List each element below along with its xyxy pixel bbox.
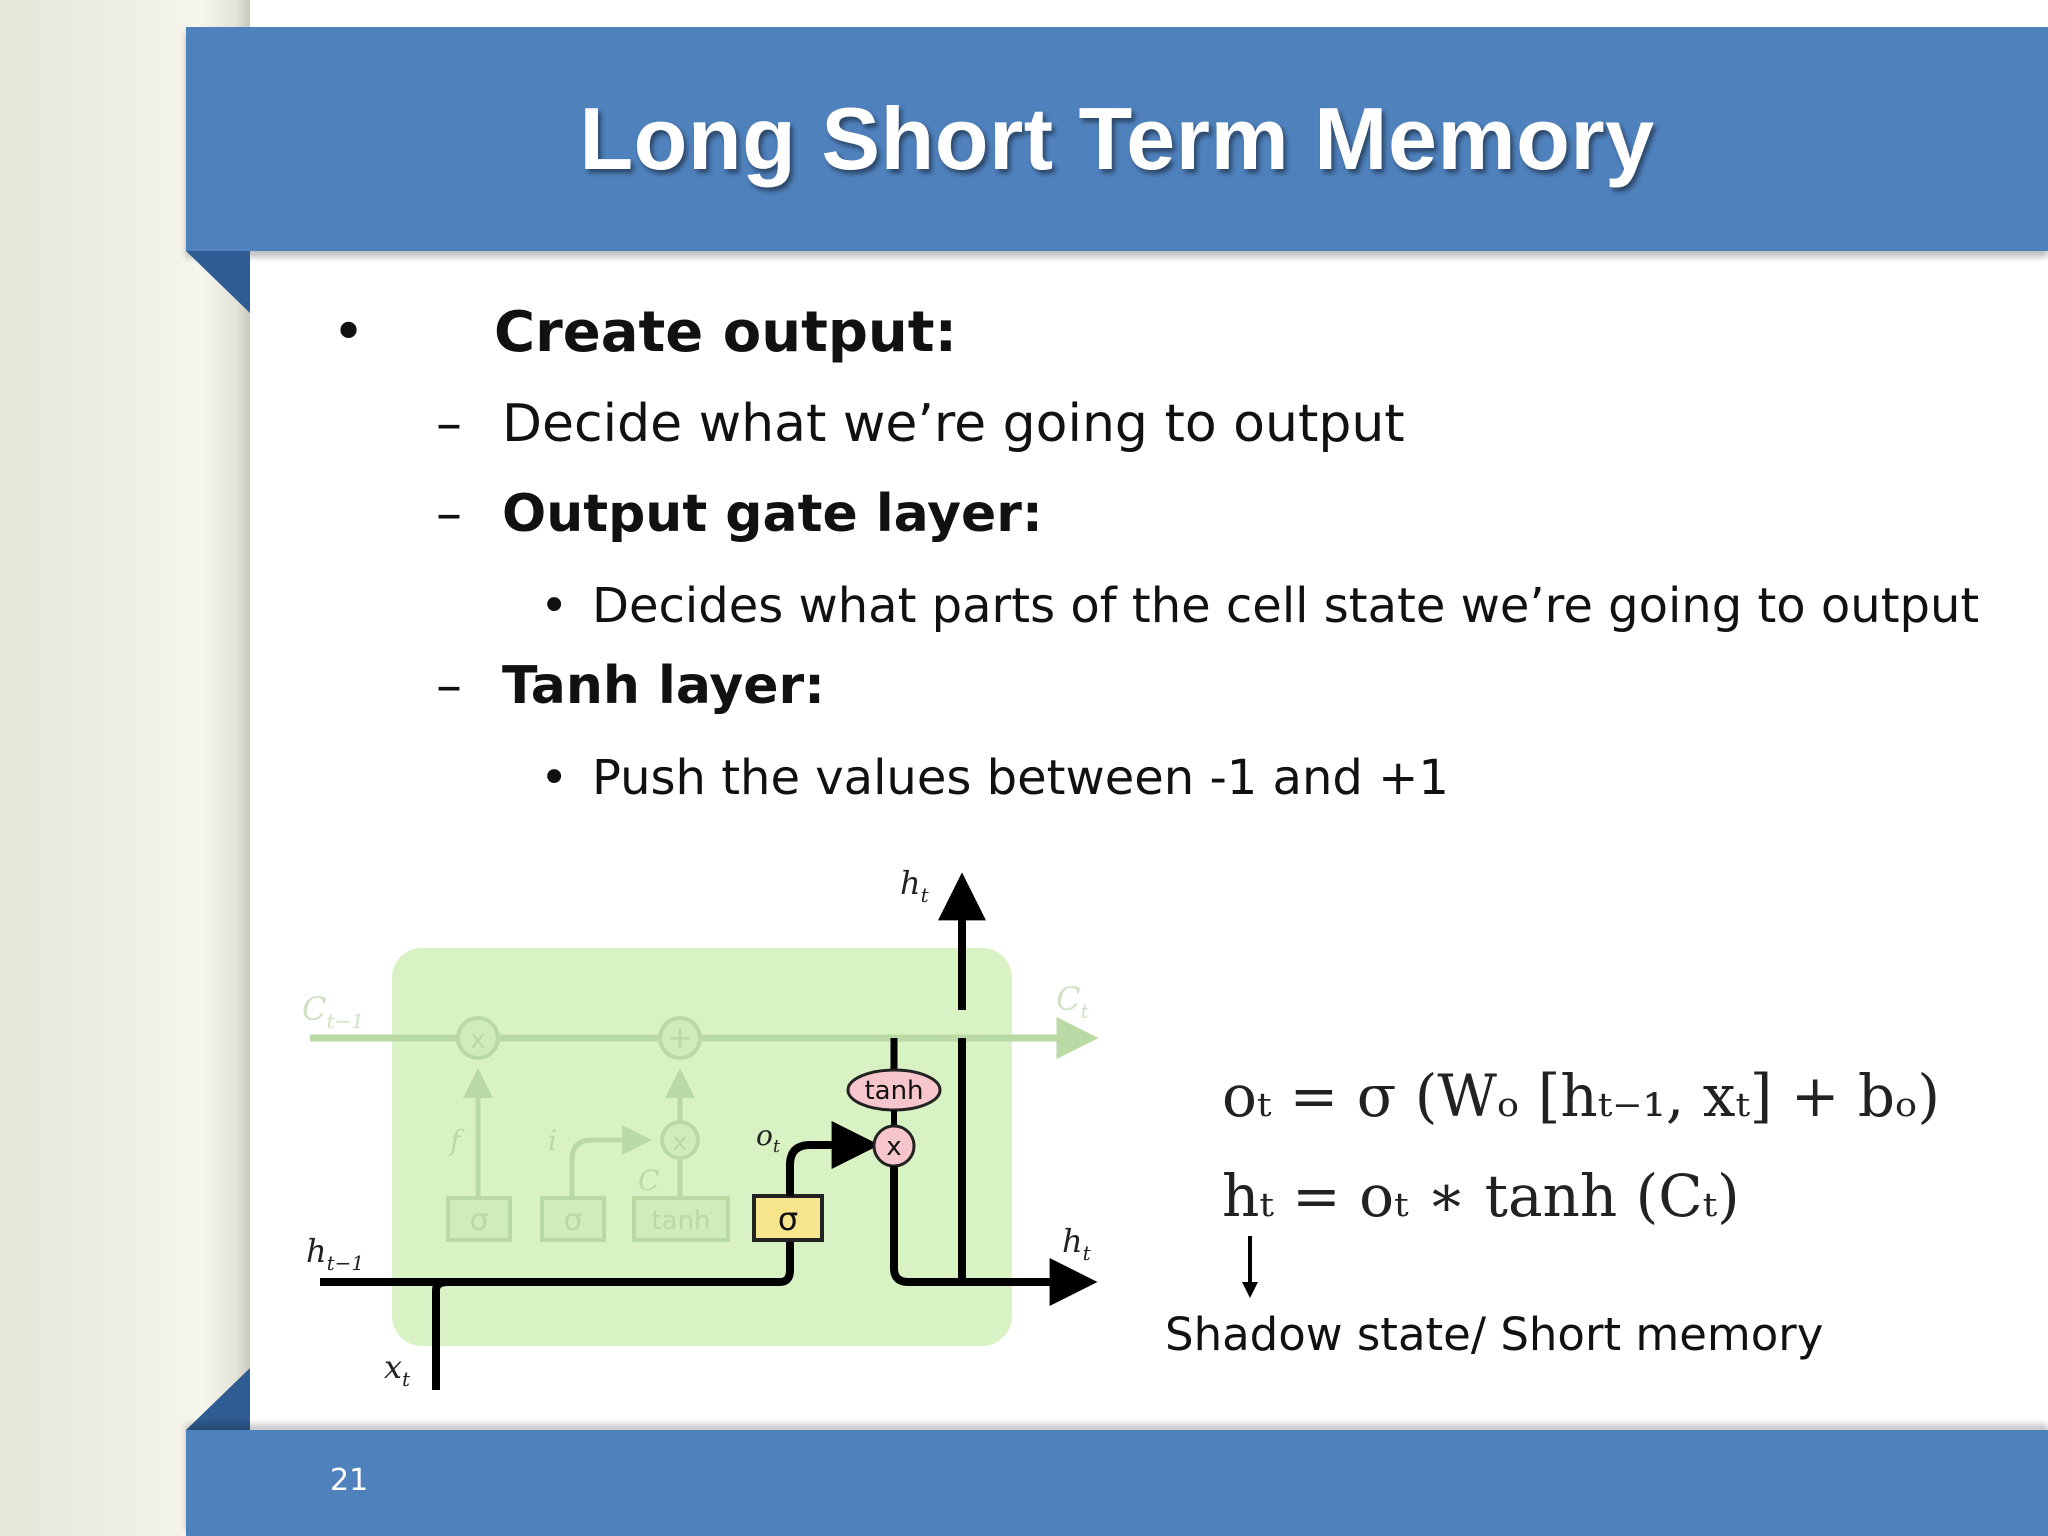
hidden-input-path [320, 1238, 794, 1286]
label-ot: ot [756, 1119, 781, 1157]
faded-add-node [658, 1016, 702, 1060]
faded-sigma-label-1: σ [469, 1203, 488, 1238]
faded-add-label: + [667, 1021, 692, 1056]
caption-shadow-state: Shadow state/ Short memory [1165, 1308, 1824, 1361]
faded-c-label: C [638, 1164, 659, 1197]
faded-i-label: i [548, 1124, 557, 1157]
sub-bullet-2-text: Output gate layer: [502, 484, 1043, 544]
left-shadow [236, 0, 252, 1536]
footer-bar [186, 1430, 2048, 1536]
cell-box [392, 948, 1012, 1346]
label-xt: xt [384, 1348, 411, 1391]
faded-sigma-label-2: σ [563, 1203, 582, 1238]
output-sigma-label: σ [778, 1200, 798, 1238]
sub-bullet-3-text: Tanh layer: [502, 656, 825, 716]
x-input-path [432, 1278, 449, 1390]
faded-multiply-node-2 [660, 1120, 700, 1160]
label-ht-top: ht [900, 864, 930, 907]
footer-fold [186, 1368, 250, 1430]
label-c-prev: Ct−1 [302, 990, 364, 1033]
bullet-dot: • [540, 578, 569, 634]
down-arrow-icon [1242, 1236, 1258, 1298]
dash-icon: – [436, 484, 462, 544]
faded-sigma-gate-1 [446, 1196, 512, 1242]
faded-multiply-label: x [470, 1025, 485, 1055]
page-number: 21 [330, 1463, 369, 1498]
equation-hidden-state: hₜ = oₜ ∗ tanh (Cₜ) [1222, 1162, 1740, 1230]
sub-sub-bullet-2-text: Push the values between -1 and +1 [592, 750, 1449, 806]
faded-input-curve [569, 1125, 652, 1198]
tanh-op-label: tanh [864, 1076, 923, 1106]
faded-sigma-gate-2 [540, 1196, 606, 1242]
output-multiply-label: x [886, 1132, 901, 1162]
sub-bullet-1-text: Decide what we’re going to output [502, 394, 1405, 454]
bullet-dot: • [540, 750, 569, 806]
ht-output-path [890, 1166, 1098, 1306]
sub-sub-bullet-1-text: Decides what parts of the cell state we’… [592, 578, 1980, 634]
slide-title: Long Short Term Memory [579, 89, 1655, 188]
faded-multiply-label-2: x [673, 1128, 687, 1156]
label-ht-prev: ht−1 [306, 1232, 364, 1275]
label-c-t: Ct [1056, 980, 1089, 1023]
ot-path [786, 1121, 880, 1196]
bullet-main-text: Create output: [494, 300, 957, 365]
dash-icon: – [436, 656, 462, 716]
bullet-dot: • [332, 300, 366, 365]
lstm-output-gate-diagram: x + x σ σ tanh f i C Ct−1 Ct σ ot tanh x… [302, 864, 1099, 1391]
title-bar [186, 27, 2048, 251]
faded-multiply-node [456, 1016, 500, 1060]
title-fold [186, 251, 250, 313]
faded-tanh-gate [632, 1196, 730, 1242]
faded-tanh-label: tanh [651, 1206, 710, 1236]
label-ht-right: ht [1062, 1222, 1092, 1265]
equation-output-gate: oₜ = σ (Wₒ [hₜ₋₁, xₜ] + bₒ) [1222, 1062, 1940, 1130]
dash-icon: – [436, 394, 462, 454]
